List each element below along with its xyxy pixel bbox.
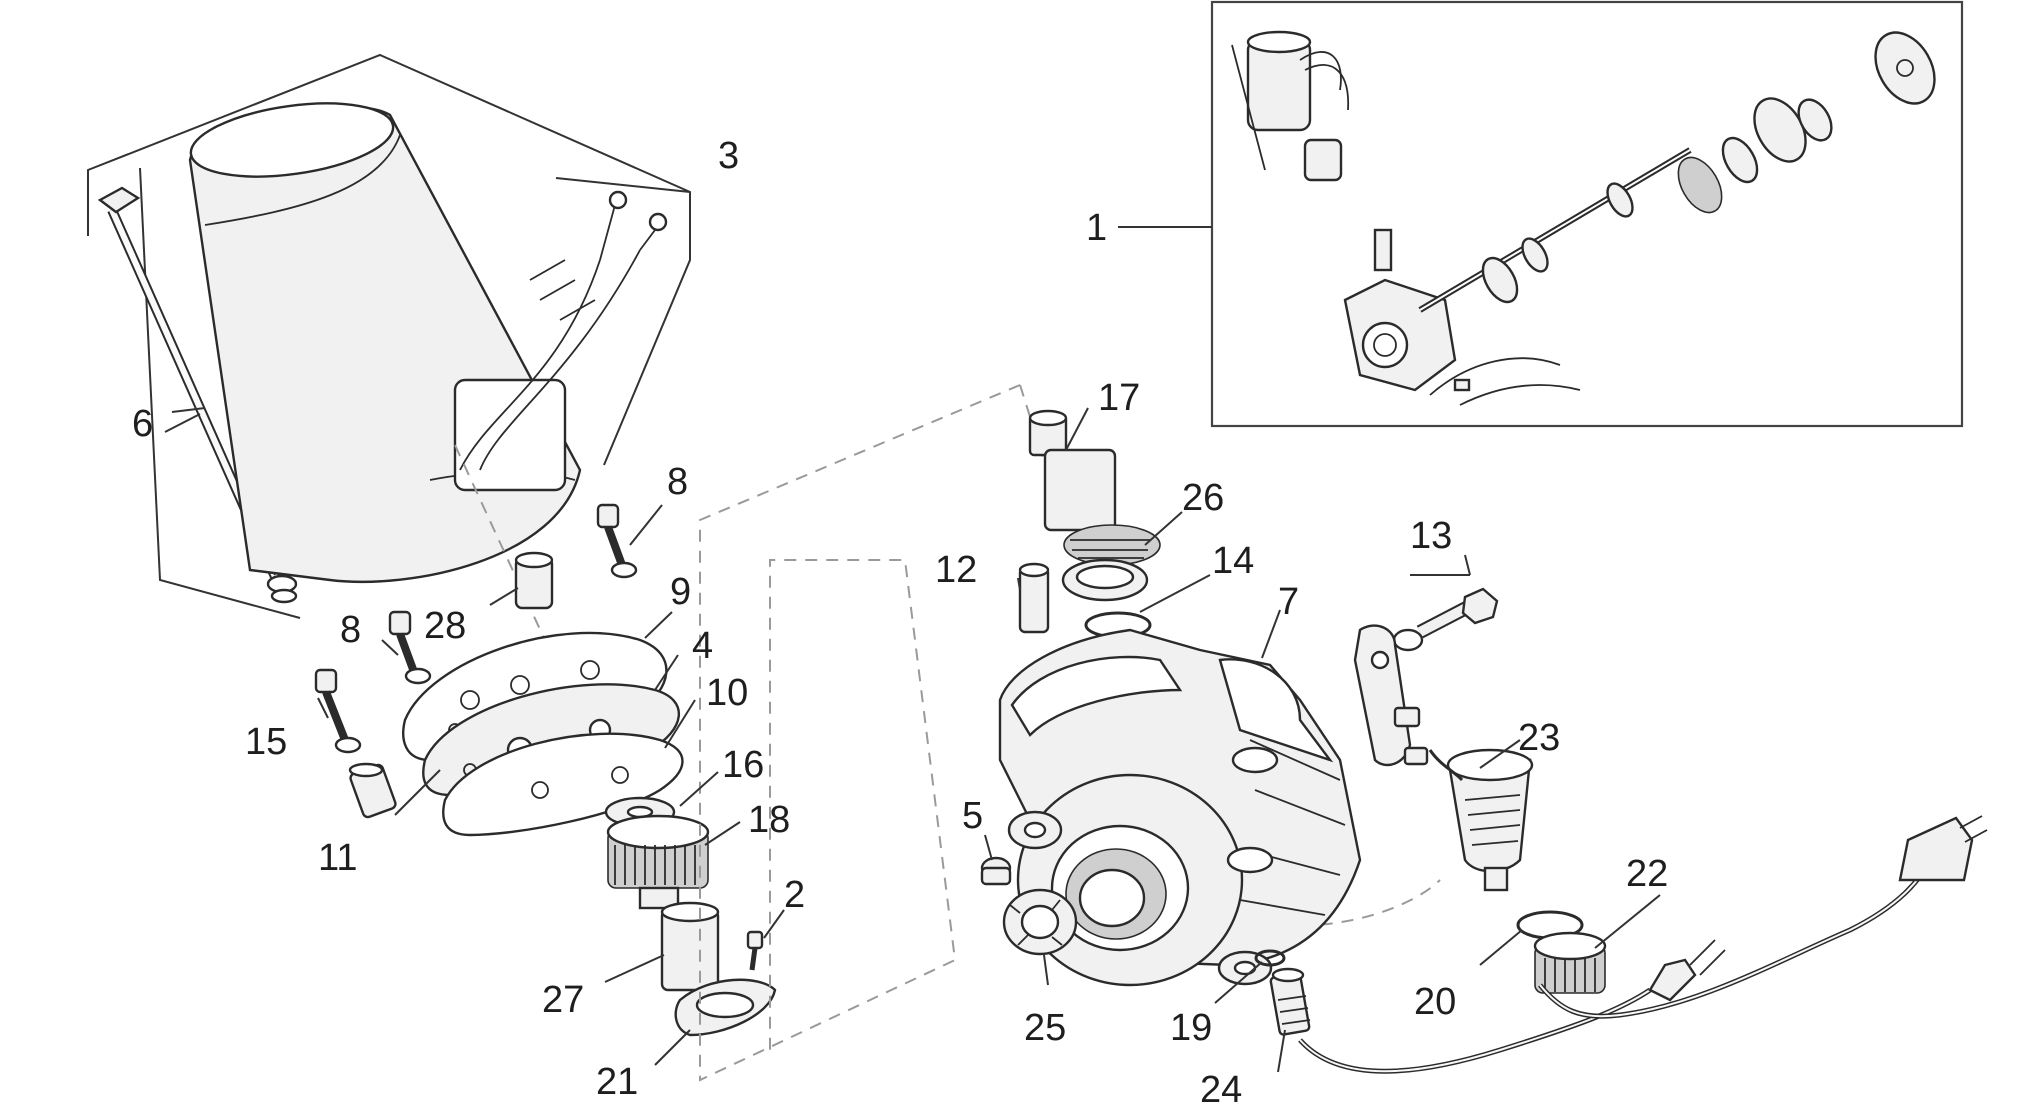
callout-21: 21 (596, 1061, 638, 1103)
plug-cap-part (980, 856, 1012, 886)
screw-part-lower (388, 610, 432, 685)
dowel-pin-part (1018, 562, 1050, 634)
spacer-sleeve-part (514, 551, 554, 610)
electric-motor-part (188, 102, 668, 584)
callout-13: 13 (1410, 515, 1452, 557)
callout-3: 3 (718, 135, 739, 177)
callout-25: 25 (1024, 1007, 1066, 1049)
callout-15: 15 (245, 721, 287, 763)
callout-11: 11 (318, 837, 357, 879)
callout-14: 14 (1212, 540, 1254, 582)
callout-8-upper: 8 (667, 461, 688, 503)
pressure-sensor-part (1269, 939, 1726, 1074)
ring-nut-part (1002, 888, 1078, 956)
filter-cup-part (1428, 748, 1534, 892)
callout-22: 22 (1626, 853, 1668, 895)
callout-labels: 1 3 6 8 8 28 9 4 10 15 11 16 18 2 27 21 … (132, 135, 1668, 1105)
callout-27: 27 (542, 979, 584, 1021)
pump-shaft-part (1028, 409, 1161, 566)
bushing-part (348, 762, 397, 819)
callout-12: 12 (935, 549, 977, 591)
power-cable-part (1538, 815, 1988, 1019)
bearing-ring-part (1061, 558, 1149, 602)
callout-16: 16 (722, 744, 764, 786)
callout-26: 26 (1182, 477, 1224, 519)
callout-9: 9 (670, 571, 691, 613)
motor-group-outline (87, 53, 691, 466)
inset-assembly-view (1210, 0, 1964, 428)
leader-lines (164, 177, 1661, 1073)
gasket-plate-10 (442, 732, 684, 837)
callout-8-lower: 8 (340, 609, 361, 651)
callout-6: 6 (132, 403, 153, 445)
screw-part-upper (596, 503, 638, 579)
hex-bolt-part-13 (1392, 587, 1499, 652)
callout-5: 5 (962, 795, 983, 837)
callout-1: 1 (1086, 207, 1107, 249)
callout-7: 7 (1278, 581, 1299, 623)
o-ring-part-19 (1254, 949, 1286, 967)
callout-4: 4 (692, 625, 713, 667)
callout-10: 10 (706, 672, 748, 714)
callout-28: 28 (424, 605, 466, 647)
intermediate-shaft-part (660, 901, 720, 992)
callout-2: 2 (784, 874, 805, 916)
pump-housing-part (998, 628, 1362, 987)
callout-23: 23 (1518, 717, 1560, 759)
filler-cap-part (1533, 931, 1607, 994)
callout-20: 20 (1414, 981, 1456, 1023)
small-screw-part (746, 930, 764, 971)
callout-18: 18 (748, 799, 790, 841)
screw-part-15 (314, 668, 362, 754)
callout-24: 24 (1200, 1069, 1242, 1105)
assembly-path-dashed (699, 384, 1021, 1082)
callout-17: 17 (1098, 377, 1140, 419)
sensor-bracket-part (1353, 624, 1429, 767)
callout-19: 19 (1170, 1007, 1212, 1049)
drive-gear-part (606, 814, 710, 910)
